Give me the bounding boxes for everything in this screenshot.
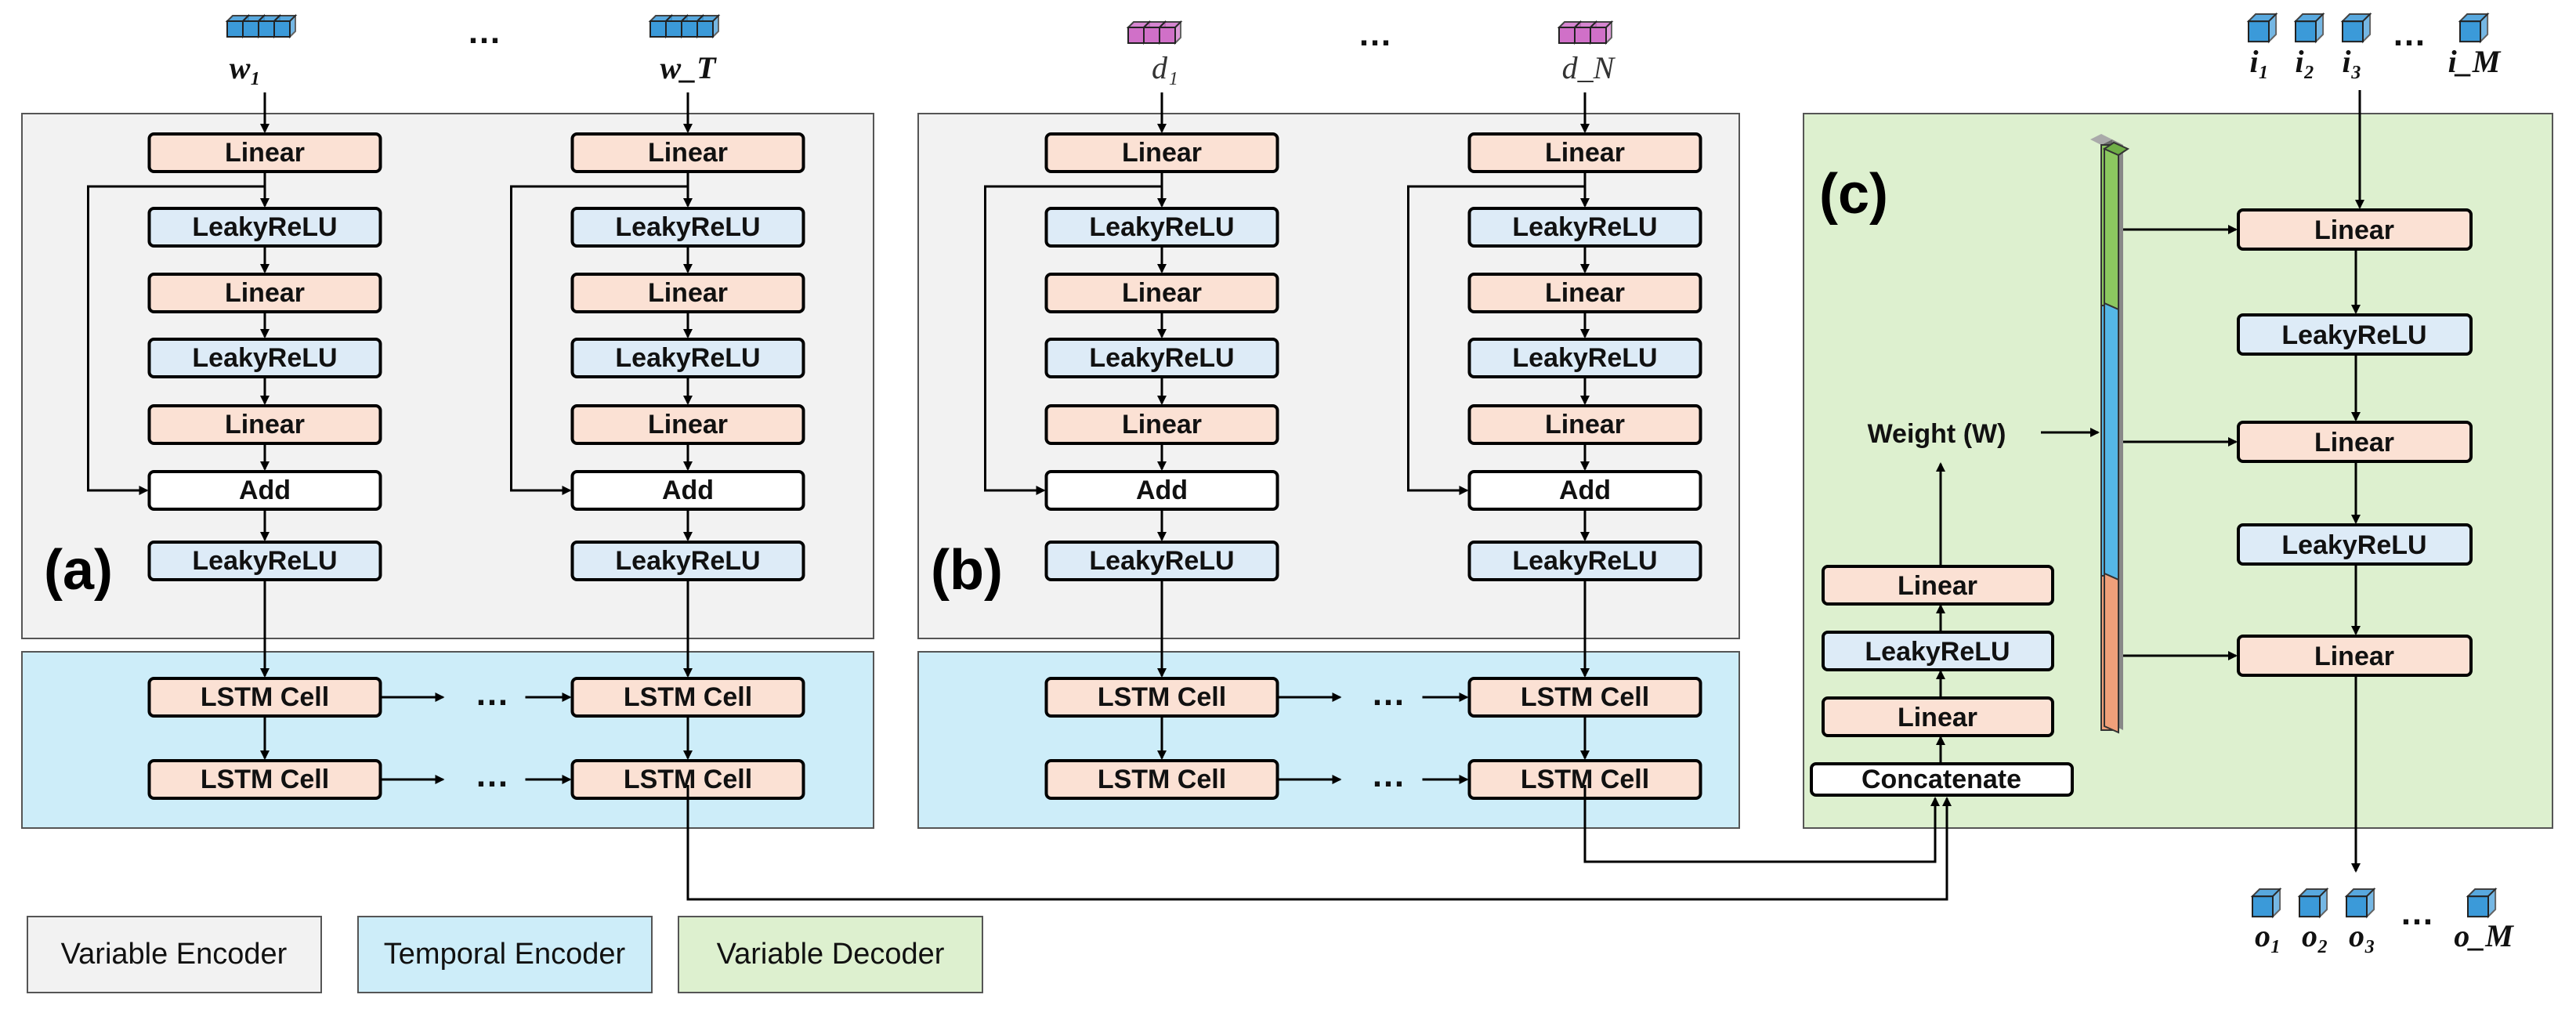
input-cube-i-4 (2458, 12, 2490, 44)
panel-label-a: (a) (44, 539, 113, 602)
decoder-leaky-2-label: LeakyReLU (2281, 530, 2426, 560)
encoder-b2-leaky-2-label: LeakyReLU (1512, 212, 1657, 242)
output-cube-o-2 (2297, 887, 2329, 919)
encoder-b1-add-6-label: Add (1136, 476, 1188, 505)
input-label-w1: w₁ (230, 50, 262, 85)
input-token-dN-cell-3 (1588, 20, 1614, 45)
encoder-a1-add-6-label: Add (239, 476, 291, 505)
output-cube-o-3 (2344, 887, 2376, 919)
connector-lstm-b-to-concat (1583, 785, 1940, 863)
input-ellipsis-w: … (467, 13, 501, 51)
skip-connection-b1 (984, 185, 1162, 495)
output-label-oM: o_M (2454, 918, 2514, 953)
encoder-a2-linear-5-label: Linear (648, 410, 728, 439)
encoder-b2-leaky-7-label: LeakyReLU (1512, 546, 1657, 576)
decoder-leaky-1-label: LeakyReLU (2281, 320, 2426, 350)
skip-connection-a2 (510, 185, 688, 495)
input-label-i2: i₂ (2295, 44, 2314, 79)
encoder-a1-leaky-4-label: LeakyReLU (192, 343, 337, 373)
encoder-a2-linear-3-label: Linear (648, 278, 728, 308)
lstm-cell-b1-2-label: LSTM Cell (1098, 765, 1226, 794)
decoder-mlp-linear-2-label: Linear (1898, 571, 1977, 601)
output-label-o3: o₃ (2349, 918, 2375, 953)
decoder-mlp-linear-1-label: Linear (1898, 703, 1977, 732)
input-cube-i-1 (2246, 12, 2278, 44)
decoder-linear-3-label: Linear (2314, 642, 2394, 671)
encoder-b2-add-6-label: Add (1559, 476, 1611, 505)
input-token-d1-cell-3 (1157, 20, 1183, 45)
legend-variable-decoder-label: Variable Decoder (717, 938, 945, 971)
input-label-wT: w_T (660, 50, 717, 85)
encoder-a1-linear-1-label: Linear (225, 138, 305, 168)
encoder-a1-leaky-2-label: LeakyReLU (192, 212, 337, 242)
lstm-ellipsis-b1: … (1371, 674, 1406, 713)
input-label-i3: i₃ (2342, 44, 2361, 79)
weight-label: Weight (W) (1868, 419, 2006, 449)
encoder-b1-leaky-2-label: LeakyReLU (1089, 212, 1234, 242)
encoder-a2-leaky-2-label: LeakyReLU (615, 212, 760, 242)
input-token-w1-cell-4 (272, 13, 298, 39)
legend-variable-encoder-swatch (27, 916, 322, 993)
legend-variable-encoder-label: Variable Encoder (61, 938, 288, 971)
decoder-linear-1-label: Linear (2314, 215, 2394, 245)
input-ellipsis-d: … (1358, 15, 1392, 53)
lstm-cell-b1-1-label: LSTM Cell (1098, 682, 1226, 712)
lstm-ellipsis-b2: … (1371, 756, 1406, 794)
output-label-o2: o₂ (2302, 918, 2328, 953)
legend-variable-decoder-swatch (678, 916, 983, 993)
output-cube-o-4 (2466, 887, 2498, 919)
encoder-a2-linear-1-label: Linear (648, 138, 728, 168)
decoder-concat-label: Concatenate (1861, 765, 2021, 794)
encoder-b2-linear-5-label: Linear (1545, 410, 1625, 439)
lstm-ellipsis-a1: … (475, 674, 509, 713)
encoder-a1-linear-5-label: Linear (225, 410, 305, 439)
encoder-b1-linear-5-label: Linear (1122, 410, 1202, 439)
decoder-mlp-leaky-label: LeakyReLU (1865, 637, 2010, 667)
skip-connection-b2 (1407, 185, 1585, 495)
output-cube-o-1 (2250, 887, 2282, 919)
encoder-b1-linear-1-label: Linear (1122, 138, 1202, 168)
input-label-d1: d₁ (1152, 50, 1178, 85)
encoder-a2-leaky-7-label: LeakyReLU (615, 546, 760, 576)
encoder-b1-leaky-4-label: LeakyReLU (1089, 343, 1234, 373)
encoder-b1-leaky-7-label: LeakyReLU (1089, 546, 1234, 576)
input-label-dN: d_N (1562, 50, 1616, 85)
input-label-i1: i₁ (2249, 44, 2269, 79)
encoder-b2-linear-1-label: Linear (1545, 138, 1625, 168)
encoder-b2-linear-3-label: Linear (1545, 278, 1625, 308)
input-cube-i-2 (2293, 12, 2325, 44)
legend-temporal-encoder-swatch (357, 916, 653, 993)
lstm-cell-b2-1-label: LSTM Cell (1521, 682, 1649, 712)
encoder-a1-linear-3-label: Linear (225, 278, 305, 308)
panel-label-b: (b) (931, 539, 1003, 602)
encoder-a2-leaky-4-label: LeakyReLU (615, 343, 760, 373)
input-cube-i-3 (2340, 12, 2372, 44)
input-token-wT-cell-4 (695, 13, 721, 39)
lstm-cell-a2-1-label: LSTM Cell (624, 682, 752, 712)
lstm-cell-a1-1-label: LSTM Cell (201, 682, 329, 712)
output-label-o1: o₁ (2255, 918, 2281, 953)
skip-connection-a1 (87, 185, 265, 495)
decoder-linear-2-label: Linear (2314, 428, 2394, 457)
encoder-b1-linear-3-label: Linear (1122, 278, 1202, 308)
connector-lstm-a-to-concat (686, 785, 1952, 901)
legend-temporal-encoder-label: Temporal Encoder (384, 938, 626, 971)
encoder-a1-leaky-7-label: LeakyReLU (192, 546, 337, 576)
panel-label-c: (c) (1819, 163, 1888, 226)
lstm-ellipsis-a2: … (475, 756, 509, 794)
weight-vector-front (2102, 141, 2130, 734)
output-ellipsis: … (2400, 894, 2434, 932)
lstm-cell-a1-2-label: LSTM Cell (201, 765, 329, 794)
input-label-iM: i_M (2448, 44, 2502, 79)
input-ellipsis-i: … (2392, 15, 2426, 53)
encoder-a2-add-6-label: Add (662, 476, 714, 505)
encoder-b2-leaky-4-label: LeakyReLU (1512, 343, 1657, 373)
